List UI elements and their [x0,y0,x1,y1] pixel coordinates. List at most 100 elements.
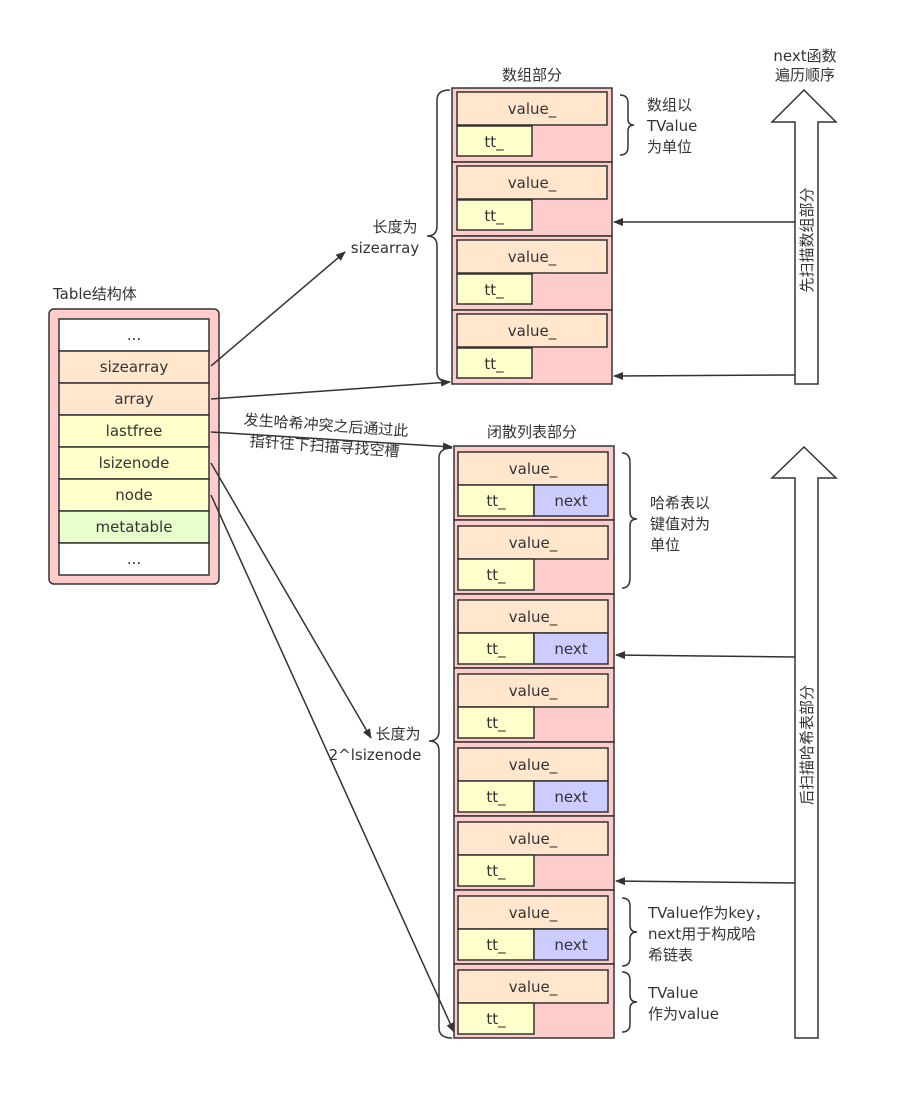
array-length-label-2: sizearray [351,239,420,257]
array-note-2: TValue [646,117,697,135]
hash-note-key-1: TValue作为key， [647,904,770,922]
array-value-label: value_ [508,100,557,119]
hash-tt-label: tt_ [486,714,506,733]
hash-note-value-2: 作为value [648,1005,719,1023]
hash-tt-field [457,928,535,961]
hash-value-label: value_ [509,460,558,479]
hash-note-unit-3: 单位 [650,536,680,554]
array-pointer-arrow [210,378,451,400]
hash-tt-label: tt_ [486,788,506,807]
table-field-box [58,542,210,576]
hash-tt-label: tt_ [486,1010,506,1029]
array-value-field [456,239,608,274]
lastfree-note: 发生哈希冲突之后通过此 指针往下扫描寻找空槽 [243,411,409,461]
traverse-hash-arrow-1 [615,651,796,660]
array-tt-field [456,273,533,305]
table-field-label: node [115,486,152,504]
table-field-box [58,510,210,544]
table-field-label: array [114,390,153,408]
hash-tt-field [457,780,535,813]
array-length-label-1: 长度为 [372,218,417,236]
table-title: Table结构体 [52,285,137,303]
traversal-hash-label: 后扫描哈希表部分 [798,685,816,805]
hash-length-label-1: 长度为 [375,725,420,743]
array-tt-field [456,347,533,379]
hash-unit-brace [621,452,638,589]
array-value-field [456,165,608,200]
lastfree-pointer-arrow [210,431,453,451]
hash-next-field [533,928,609,961]
hash-next-label: next [554,640,587,658]
hash-cells: value_tt_nextvalue_tt_value_tt_nextvalue… [453,445,615,1039]
array-value-label: value_ [508,248,557,267]
sizearray-arrow [210,251,346,367]
table-field-label: lastfree [106,422,163,440]
lsizenode-arrow [210,462,372,739]
hash-value-brace [621,971,638,1033]
hash-value-label: value_ [509,756,558,775]
table-field-box [58,382,210,416]
hash-value-label: value_ [509,904,558,923]
array-length-brace [426,89,451,383]
hash-value-field [457,525,609,560]
hash-next-label: next [554,936,587,954]
traverse-hash-arrow-2 [615,877,796,886]
table-field-label: ... [127,326,141,344]
hash-length-brace [428,447,453,1039]
table-field-label: ... [127,550,141,568]
hash-tt-field [457,484,535,517]
array-section-title: 数组部分 [502,66,562,84]
hash-key-brace [621,897,638,967]
hash-note-key-3: 希链表 [648,946,693,964]
array-note-3: 为单位 [647,138,692,156]
array-tt-label: tt_ [484,355,504,374]
hash-note-unit-2: 键值对为 [650,515,710,533]
node-pointer-arrow [210,494,455,1033]
hash-tt-label: tt_ [486,492,506,511]
array-tt-label: tt_ [484,281,504,300]
array-value-label: value_ [508,322,557,341]
table-field-label: lsizenode [99,454,170,472]
array-cells: value_tt_value_tt_value_tt_value_tt_ [451,87,613,385]
hash-value-field [457,895,609,930]
hash-value-label: value_ [509,682,558,701]
hash-next-label: next [554,492,587,510]
hash-value-field [457,821,609,856]
hash-length-label-2: 2^lsizenode [329,746,422,764]
hash-value-label: value_ [509,608,558,627]
hash-note-unit-1: 哈希表以 [650,494,710,512]
array-tt-label: tt_ [484,207,504,226]
array-note-1: 数组以 [647,96,692,114]
hash-value-field [457,747,609,782]
hash-value-field [457,969,609,1004]
hash-tt-label: tt_ [486,862,506,881]
table-field-label: sizearray [100,358,169,376]
hash-value-label: value_ [509,830,558,849]
hash-tt-field [457,854,535,887]
hash-note-value-1: TValue [647,984,698,1002]
traversal-title-1: next函数 [773,47,836,65]
traverse-array-arrow-2 [613,371,796,380]
table-field-label: metatable [96,518,173,536]
hash-next-field [533,632,609,665]
traversal-array-arrow [770,88,838,385]
array-value-field [456,313,608,348]
array-tt-label: tt_ [484,133,504,152]
array-value-label: value_ [508,174,557,193]
table-field-box [58,350,210,384]
array-tt-field [456,125,533,157]
hash-note-key-2: next用于构成哈 [648,925,756,943]
hash-value-field [457,599,609,634]
traversal-hash-arrow [770,445,838,1039]
hash-section-title: 闭散列表部分 [487,423,577,441]
hash-tt-label: tt_ [486,640,506,659]
hash-tt-field [457,558,535,591]
hash-tt-label: tt_ [486,936,506,955]
traversal-title-2: 遍历顺序 [775,66,835,84]
table-field-box [58,318,210,352]
traversal-array-label: 先扫描数组部分 [798,187,816,292]
hash-tt-field [457,1002,535,1035]
hash-value-label: value_ [509,534,558,553]
hash-tt-field [457,632,535,665]
table-fields: ... sizearray array lastfree lsizenode node me… [58,318,210,576]
